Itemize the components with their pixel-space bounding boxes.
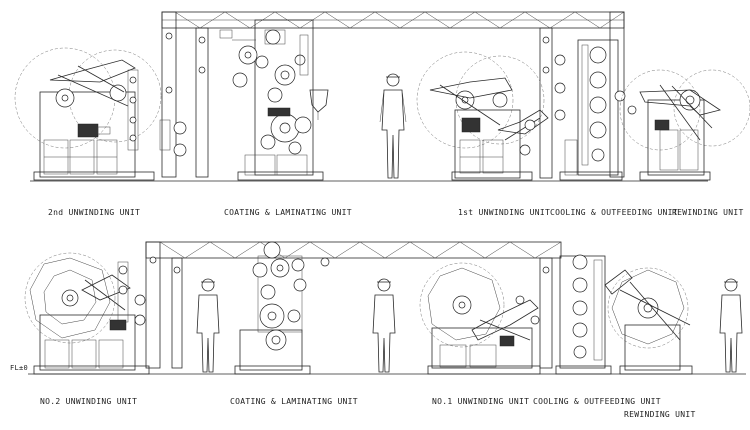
bottom-no1-unwinding-machine xyxy=(419,262,541,375)
label-bottom-cooling-outfeeding: COOLING & OUTFEEDING UNIT xyxy=(533,397,661,406)
top-rewinding-machine xyxy=(619,69,750,181)
bottom-row-drawing xyxy=(24,241,746,375)
bottom-operator-figure-middle xyxy=(372,278,396,373)
label-top-cooling-outfeeding: COOLING & OUTFEEDING UNIT xyxy=(550,208,678,217)
label-bottom-rewinding: REWINDING UNIT xyxy=(624,410,696,419)
label-top-first-unwinding: 1st UNWINDING UNIT xyxy=(458,208,551,217)
label-top-rewinding: REWINDING UNIT xyxy=(672,208,744,217)
top-first-unwinding-machine xyxy=(416,51,549,181)
top-coating-laminating-machine xyxy=(159,19,329,181)
bottom-operator-figure-right xyxy=(719,278,743,373)
bottom-rewinding-machine xyxy=(607,267,693,375)
bottom-coating-laminating-machine xyxy=(234,241,330,375)
label-bottom-coating-laminating: COATING & LAMINATING UNIT xyxy=(230,397,358,406)
top-operator-figure xyxy=(379,73,407,179)
bottom-cooling-outfeeding-machine xyxy=(555,254,633,375)
label-bottom-no2-unwinding: NO.2 UNWINDING UNIT xyxy=(40,397,138,406)
top-second-unwinding-machine xyxy=(14,47,162,181)
label-top-second-unwinding: 2nd UNWINDING UNIT xyxy=(48,208,141,217)
label-top-coating-laminating: COATING & LAMINATING UNIT xyxy=(224,208,352,217)
floor-level-label: FL±0 xyxy=(10,364,29,372)
bottom-overhead-truss xyxy=(145,241,562,369)
top-row-drawing xyxy=(14,11,750,182)
bottom-operator-figure-left xyxy=(196,278,220,373)
top-cooling-outfeeding-machine xyxy=(554,39,637,181)
bottom-no2-unwinding-machine xyxy=(24,252,150,375)
top-overhead-truss xyxy=(161,11,625,179)
label-bottom-no1-unwinding: NO.1 UNWINDING UNIT xyxy=(432,397,530,406)
